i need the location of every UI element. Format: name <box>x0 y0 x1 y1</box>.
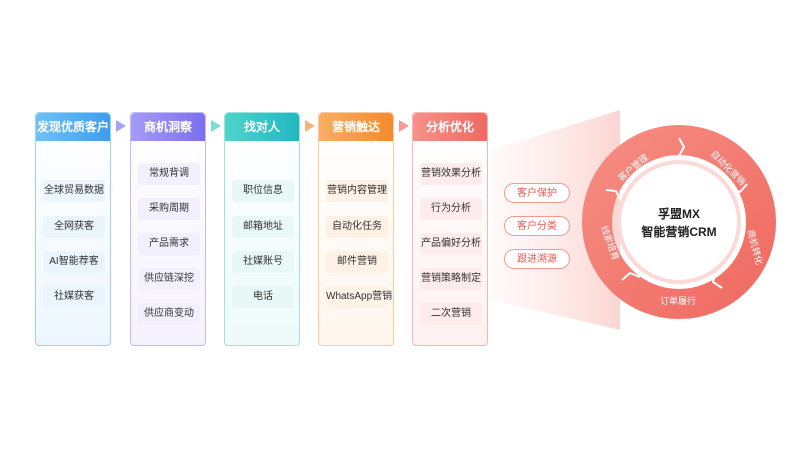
stage-item: 邮箱地址 <box>232 216 294 238</box>
stage-item: 社媒账号 <box>232 251 294 273</box>
stage-item: 行为分析 <box>420 198 482 220</box>
stage-item: 职位信息 <box>232 180 294 202</box>
flow-arrow-icon <box>399 120 409 132</box>
cycle-center-title: 孚盟MX <box>658 206 700 221</box>
stage-item: 供应链深挖 <box>138 268 200 290</box>
stage-item: 供应商变动 <box>138 303 200 325</box>
stage-item: 采购周期 <box>138 198 200 220</box>
stage-title: 营销触达 <box>319 113 393 141</box>
tag-follow-up-tracing: 跟进溯源 <box>504 249 570 269</box>
stage-column-insight: 商机洞察 常规背调 采购周期 产品需求 供应链深挖 供应商变动 <box>130 112 206 346</box>
stage-item: 自动化任务 <box>326 216 388 238</box>
stage-item: 营销内容管理 <box>326 180 388 202</box>
flow-arrow-icon <box>211 120 221 132</box>
tag-customer-protection: 客户保护 <box>504 183 570 203</box>
tag-customer-classification: 客户分类 <box>504 216 570 236</box>
stage-item: 邮件营销 <box>326 251 388 273</box>
stage-item: 营销策略制定 <box>420 268 482 290</box>
stage-title: 分析优化 <box>413 113 487 141</box>
stage-title: 发现优质客户 <box>36 113 110 141</box>
stage-column-find-people: 找对人 职位信息 邮箱地址 社媒账号 电话 <box>224 112 300 346</box>
stage-item: 电话 <box>232 286 294 308</box>
stage-item: 常规背调 <box>138 163 200 185</box>
cycle-center-subtitle: 智能营销CRM <box>640 224 716 239</box>
crm-cycle-ring: 孚盟MX 智能营销CRM 客户管理 自动化营销 商机转化 订单履行 线索培育 <box>582 125 776 319</box>
stage-item: 产品偏好分析 <box>420 233 482 255</box>
cycle-segment-label: 订单履行 <box>660 295 696 306</box>
stage-item: 产品需求 <box>138 233 200 255</box>
stage-column-marketing-reach: 营销触达 营销内容管理 自动化任务 邮件营销 WhatsApp营销 <box>318 112 394 346</box>
stage-item: 全球贸易数据 <box>43 180 105 202</box>
stage-title: 商机洞察 <box>131 113 205 141</box>
stage-column-discover: 发现优质客户 全球贸易数据 全网获客 AI智能荐客 社媒获客 <box>35 112 111 346</box>
stage-column-analysis: 分析优化 营销效果分析 行为分析 产品偏好分析 营销策略制定 二次营销 <box>412 112 488 346</box>
stage-item: 全网获客 <box>43 216 105 238</box>
flow-arrow-icon <box>116 120 126 132</box>
stage-item: AI智能荐客 <box>43 251 105 273</box>
stage-title: 找对人 <box>225 113 299 141</box>
stage-item: 社媒获客 <box>43 286 105 308</box>
flow-arrow-icon <box>305 120 315 132</box>
stage-item: WhatsApp营销 <box>326 286 392 308</box>
stage-item: 营销效果分析 <box>420 163 482 185</box>
stage-item: 二次营销 <box>420 303 482 325</box>
